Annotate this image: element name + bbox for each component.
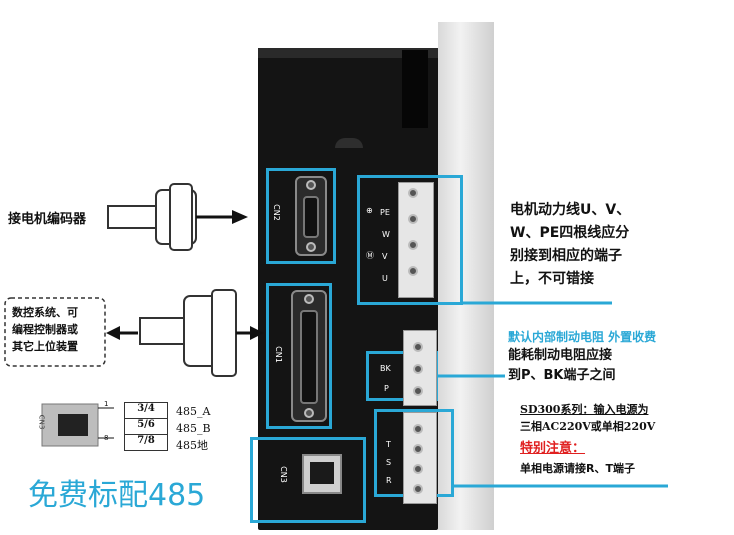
controller-arrow-left — [106, 326, 120, 340]
cn1-socket — [300, 310, 318, 404]
motor-line-3: 别接到相应的端子 — [510, 248, 622, 264]
power-terminal-screw-1 — [413, 424, 423, 434]
power-note-line-2: 三相AC220V或单相220V — [520, 420, 656, 433]
pin-mark-8: 8 — [104, 434, 109, 442]
pinout-signals: 485_A 485_B 485地 — [176, 403, 211, 454]
terminal-mark-w: W — [382, 230, 390, 239]
terminal-mark-bk: BK — [380, 364, 391, 373]
cn3-highlight-box — [250, 437, 366, 523]
terminal-mark-p: P — [384, 384, 389, 393]
terminal-mark-pe: PE — [380, 208, 390, 217]
pinout-port-label: CN3 — [37, 414, 46, 430]
terminal-mark-u: U — [382, 274, 388, 283]
pinout-row-1-signal: 485_A — [176, 405, 211, 418]
motor-line-1: 电机动力线U、V、 — [510, 202, 631, 218]
pinout-row-3-signal: 485地 — [176, 439, 208, 452]
cn2-highlight-box — [266, 168, 336, 264]
power-terminal-screw-s — [413, 464, 423, 474]
cn3-rj45-port — [302, 454, 342, 494]
controller-cable-plug — [139, 289, 252, 377]
heatsink — [438, 22, 494, 530]
terminal-mark-s: S — [386, 458, 392, 467]
brake-terminal-screw-bk — [413, 364, 423, 374]
drive-top-slot — [402, 50, 428, 128]
special-notice: 特别注意： — [520, 441, 586, 456]
cn1-connector — [291, 290, 327, 422]
cn1-screw-bottom — [304, 408, 314, 418]
cn2-connector — [295, 176, 327, 256]
encoder-label: 接电机编码器 — [8, 212, 87, 227]
motor-line-4: 上，不可错接 — [510, 271, 594, 287]
drive-top-edge — [258, 48, 438, 58]
power-terminal-screw-r — [413, 484, 423, 494]
pinout-row-2-signal: 485_B — [176, 422, 211, 435]
motor-terminal-screw-w — [408, 214, 418, 224]
terminal-mark-v: V — [382, 252, 388, 261]
cn2-screw-top — [306, 180, 316, 190]
motor-icon: Ⓜ — [366, 251, 374, 260]
encoder-arrow — [232, 210, 248, 224]
cn1-screw-top — [304, 294, 314, 304]
power-note-line-1: SD300系列：输入电源为 — [520, 403, 649, 416]
pinout-row-1-pins: 3/4 — [124, 402, 168, 419]
brake-line-1: 能耗制动电阻应接 — [508, 348, 613, 363]
motor-terminal-screw-u — [408, 266, 418, 276]
free-485-label: 免费标配485 — [28, 478, 206, 513]
terminal-mark-t: T — [386, 440, 391, 449]
controller-line-3: 其它上位装置 — [12, 340, 78, 353]
motor-terminal-screw-v — [408, 240, 418, 250]
pin-mark-1: 1 — [104, 400, 109, 408]
motor-wiring-note: 电机动力线U、V、 W、PE四根线应分 别接到相应的端子 上，不可错接 — [510, 199, 630, 291]
controller-label: 数控系统、可 编程控制器或 其它上位装置 — [12, 304, 78, 355]
cn2-socket — [303, 196, 319, 238]
brake-note: 能耗制动电阻应接 到P、BK端子之间 — [508, 346, 616, 386]
pinout-row-3-pins: 7/8 — [124, 435, 168, 451]
motor-terminal-screw-pe — [408, 188, 418, 198]
controller-dashed-box — [4, 297, 106, 367]
controller-line-2: 编程控制器或 — [12, 323, 78, 336]
terminal-mark-r: R — [386, 476, 392, 485]
encoder-cable-plug — [107, 183, 232, 251]
controller-arrow-right — [250, 326, 264, 340]
brake-line-2: 到P、BK端子之间 — [508, 368, 616, 383]
cn3-rj45-socket — [310, 462, 334, 484]
brake-terminal-screw-p — [413, 386, 423, 396]
motor-line-2: W、PE四根线应分 — [510, 225, 630, 241]
brake-terminal-screw-top — [413, 342, 423, 352]
pinout-row-2-pins: 5/6 — [124, 419, 168, 435]
drive-top-clip — [335, 138, 363, 148]
single-phase-note: 单相电源请接R、T端子 — [520, 462, 635, 475]
power-terminal-screw-t — [413, 444, 423, 454]
cn1-highlight-box — [266, 283, 332, 429]
cn2-screw-bottom — [306, 242, 316, 252]
brake-title: 默认内部制动电阻 外置收费 — [508, 330, 657, 344]
pinout-pins-column: 3/4 5/6 7/8 — [124, 402, 168, 451]
motor-terminal-highlight-box — [357, 175, 463, 305]
controller-line-1: 数控系统、可 — [12, 306, 78, 319]
ground-icon: ⊕ — [366, 206, 373, 215]
